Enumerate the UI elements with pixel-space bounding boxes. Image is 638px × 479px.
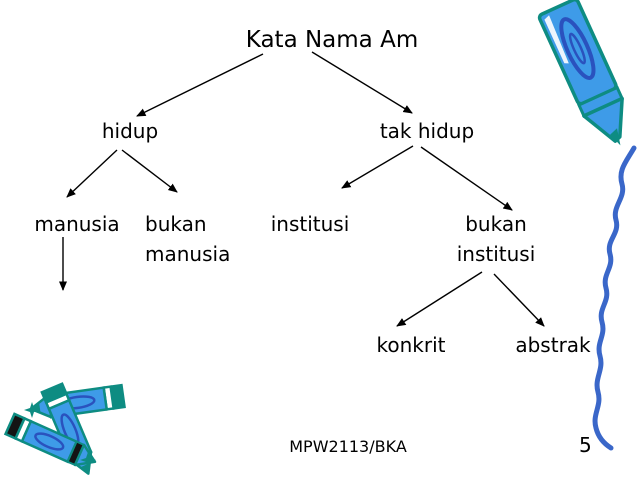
node-manusia: manusia: [34, 212, 120, 236]
node-abstrak: abstrak: [515, 333, 591, 357]
crayon-highlight: [544, 15, 569, 64]
node-institusi: institusi: [270, 212, 350, 236]
node-bukan-institusi-line2: institusi: [456, 242, 536, 266]
connector-root-hidup: [136, 53, 264, 117]
node-bukan-manusia-line2: manusia: [145, 242, 231, 266]
node-bukan-institusi-line1: bukan: [465, 212, 527, 236]
connector-bukan-institusi-konkrit: [396, 271, 483, 327]
connector-tak-hidup-institusi: [341, 145, 414, 189]
node-bukan-manusia: bukan manusia: [145, 209, 230, 269]
connector-bukan-institusi-abstrak: [493, 273, 545, 327]
node-bukan-manusia-line1: bukan: [145, 212, 207, 236]
connector-hidup-bukan-manusia: [121, 149, 178, 193]
node-hidup: hidup: [101, 119, 159, 143]
connector-tak-hidup-bukan-institusi: [420, 146, 513, 211]
connector-root-tak-hidup: [311, 51, 413, 114]
crayon-pile-icon: [3, 382, 126, 475]
wavy-line: [592, 145, 637, 451]
node-konkrit: konkrit: [376, 333, 446, 357]
blue-crayon-icon: [537, 0, 625, 146]
node-bukan-institusi: bukan institusi: [457, 209, 536, 269]
pile-crayon-bottom: [3, 412, 97, 467]
sparkle-icon: [24, 402, 40, 418]
sparkle-icon: [80, 452, 96, 468]
page-number: 5: [579, 433, 592, 457]
node-tak-hidup: tak hidup: [379, 119, 475, 143]
connector-hidup-manusia: [66, 149, 118, 198]
tree-root-label: Kata Nama Am: [245, 27, 419, 53]
footer-course-code: MPW2113/BKA: [289, 437, 407, 456]
